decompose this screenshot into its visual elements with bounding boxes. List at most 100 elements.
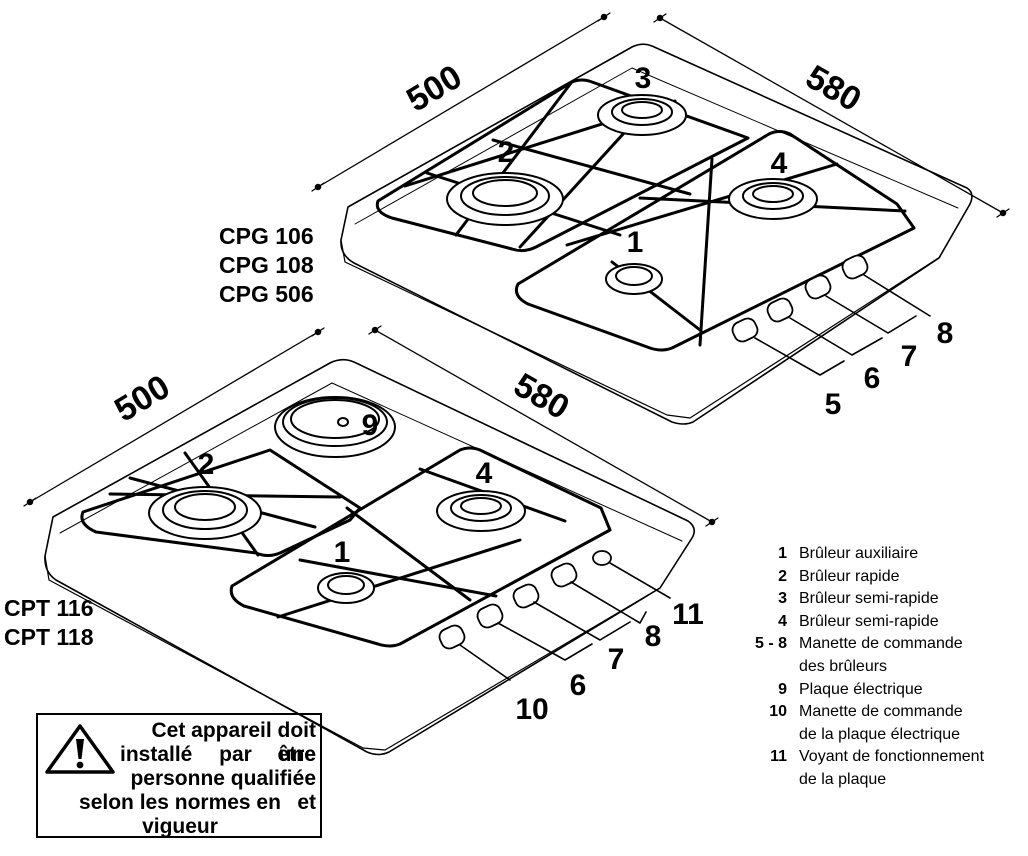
top-knob-6: [766, 297, 794, 323]
legend-number: 2: [778, 567, 787, 585]
legend-text: Brûleur rapide: [799, 567, 900, 585]
bottom-burner-1: [317, 572, 375, 604]
top-label-6: 6: [864, 362, 881, 395]
warning-box: Cet appareil doit être installé par une …: [36, 713, 322, 838]
bottom-label-9: 9: [362, 409, 379, 442]
bottom-burner-4: [436, 490, 526, 532]
bottom-burner-2: [148, 486, 262, 540]
bottom-knob-7: [512, 583, 540, 609]
top-hob: [311, 12, 1010, 425]
legend-text: Manette de commande: [799, 635, 963, 653]
legend-item: 2 Brûleur rapide: [738, 566, 1028, 589]
legend-number: 1: [778, 545, 787, 562]
top-label-3: 3: [635, 62, 652, 95]
top-knob-8: [841, 254, 869, 280]
warning-word: une: [278, 743, 316, 766]
top-knob-5: [731, 317, 759, 343]
bottom-label-8: 8: [645, 620, 662, 653]
bottom-knob-8: [550, 562, 578, 588]
legend-number: 10: [769, 703, 787, 721]
warning-triangle-icon: [45, 724, 115, 774]
top-burner-2: [446, 172, 564, 226]
bottom-label-1: 1: [334, 536, 351, 569]
warning-word: installé: [120, 743, 193, 766]
top-knob-leaders: [754, 274, 931, 376]
top-knobs: [731, 254, 869, 343]
bottom-depth-dimension: 580: [507, 366, 575, 427]
bottom-label-11: 11: [672, 598, 704, 631]
legend-item: 3 Brûleur semi-rapide: [738, 588, 1028, 611]
legend-item: 11 Voyant de fonctionnement: [738, 746, 1028, 769]
warning-line-3: personne qualifiée et: [130, 767, 316, 814]
legend-number: 4: [778, 612, 787, 630]
warning-line-4: selon les normes en vigueur: [79, 791, 281, 838]
top-dimension-lines: [311, 12, 1010, 218]
top-hob-side: [340, 239, 941, 419]
legend-number: [738, 724, 799, 747]
top-knob-7: [804, 274, 832, 300]
legend-item: 4 Brûleur semi-rapide: [738, 611, 1028, 634]
legend-text: de la plaque électrique: [799, 725, 961, 743]
bottom-label-2: 2: [198, 448, 215, 481]
bottom-knob-6: [476, 603, 504, 629]
top-burner-4: [728, 178, 818, 220]
bottom-knob-leaders: [459, 562, 671, 681]
legend-number: 11: [770, 748, 787, 766]
bottom-dimension-lines: [23, 325, 719, 527]
legend-item: des brûleurs: [738, 656, 1028, 679]
legend-text: Plaque électrique: [799, 680, 923, 698]
bottom-label-7: 7: [608, 643, 625, 676]
model-name: CPT 116: [4, 595, 94, 621]
top-label-8: 8: [937, 317, 954, 350]
legend-item: de la plaque: [738, 769, 1028, 792]
bottom-label-10: 10: [515, 693, 548, 726]
model-name: CPT 118: [4, 624, 94, 650]
legend-item: 1 Brûleur auxiliaire: [738, 543, 1028, 566]
top-model-list: CPG 106 CPG 108 CPG 506: [219, 222, 314, 309]
legend-text: de la plaque: [799, 770, 887, 788]
bottom-grid-right: [229, 446, 612, 648]
indicator-light-11: [592, 550, 612, 566]
hot-plate-9: [274, 396, 396, 458]
legend-item: 9 Plaque électrique: [738, 679, 1028, 702]
top-depth-dimension: 580: [799, 58, 867, 119]
bottom-width-dimension: 500: [108, 368, 176, 430]
legend-number: 9: [778, 680, 787, 698]
legend-number: [738, 656, 799, 679]
legend-text: Brûleur semi-rapide: [799, 612, 939, 630]
legend-text: Brûleur auxiliaire: [799, 545, 919, 562]
bottom-hob-side: [44, 555, 661, 751]
top-label-5: 5: [825, 388, 842, 421]
top-width-dimension: 500: [400, 58, 468, 120]
legend-number: 3: [778, 590, 787, 608]
warning-line-1: Cet appareil doit être: [151, 719, 316, 766]
legend-number: 5 - 8: [754, 635, 787, 653]
legend-text: Voyant de fonctionnement: [799, 748, 985, 766]
model-name: CPG 506: [219, 281, 314, 307]
legend-item: 5 - 8 Manette de commande: [738, 633, 1028, 656]
bottom-label-6: 6: [570, 669, 587, 702]
model-name: CPG 106: [219, 223, 314, 249]
legend-text: des brûleurs: [799, 657, 888, 675]
bottom-model-list: CPT 116 CPT 118: [4, 594, 94, 652]
top-label-2: 2: [498, 136, 515, 169]
legend-text: Brûleur semi-rapide: [799, 590, 939, 608]
top-burner-3: [597, 94, 687, 136]
legend-text: Manette de commande: [799, 703, 963, 721]
top-burner-1: [605, 263, 663, 295]
legend-item: 10 Manette de commande: [738, 701, 1028, 724]
top-label-7: 7: [901, 340, 918, 373]
warning-word: par: [219, 743, 252, 766]
legend-number: [738, 769, 799, 792]
warning-line-2: installé par une: [120, 743, 316, 767]
bottom-hob: [23, 325, 719, 756]
top-label-4: 4: [771, 147, 788, 180]
top-label-1: 1: [627, 226, 644, 259]
model-name: CPG 108: [219, 252, 314, 278]
bottom-knob-10: [438, 624, 466, 650]
bottom-knobs: [438, 550, 612, 650]
bottom-label-4: 4: [476, 457, 493, 490]
legend-item: de la plaque électrique: [738, 724, 1028, 747]
